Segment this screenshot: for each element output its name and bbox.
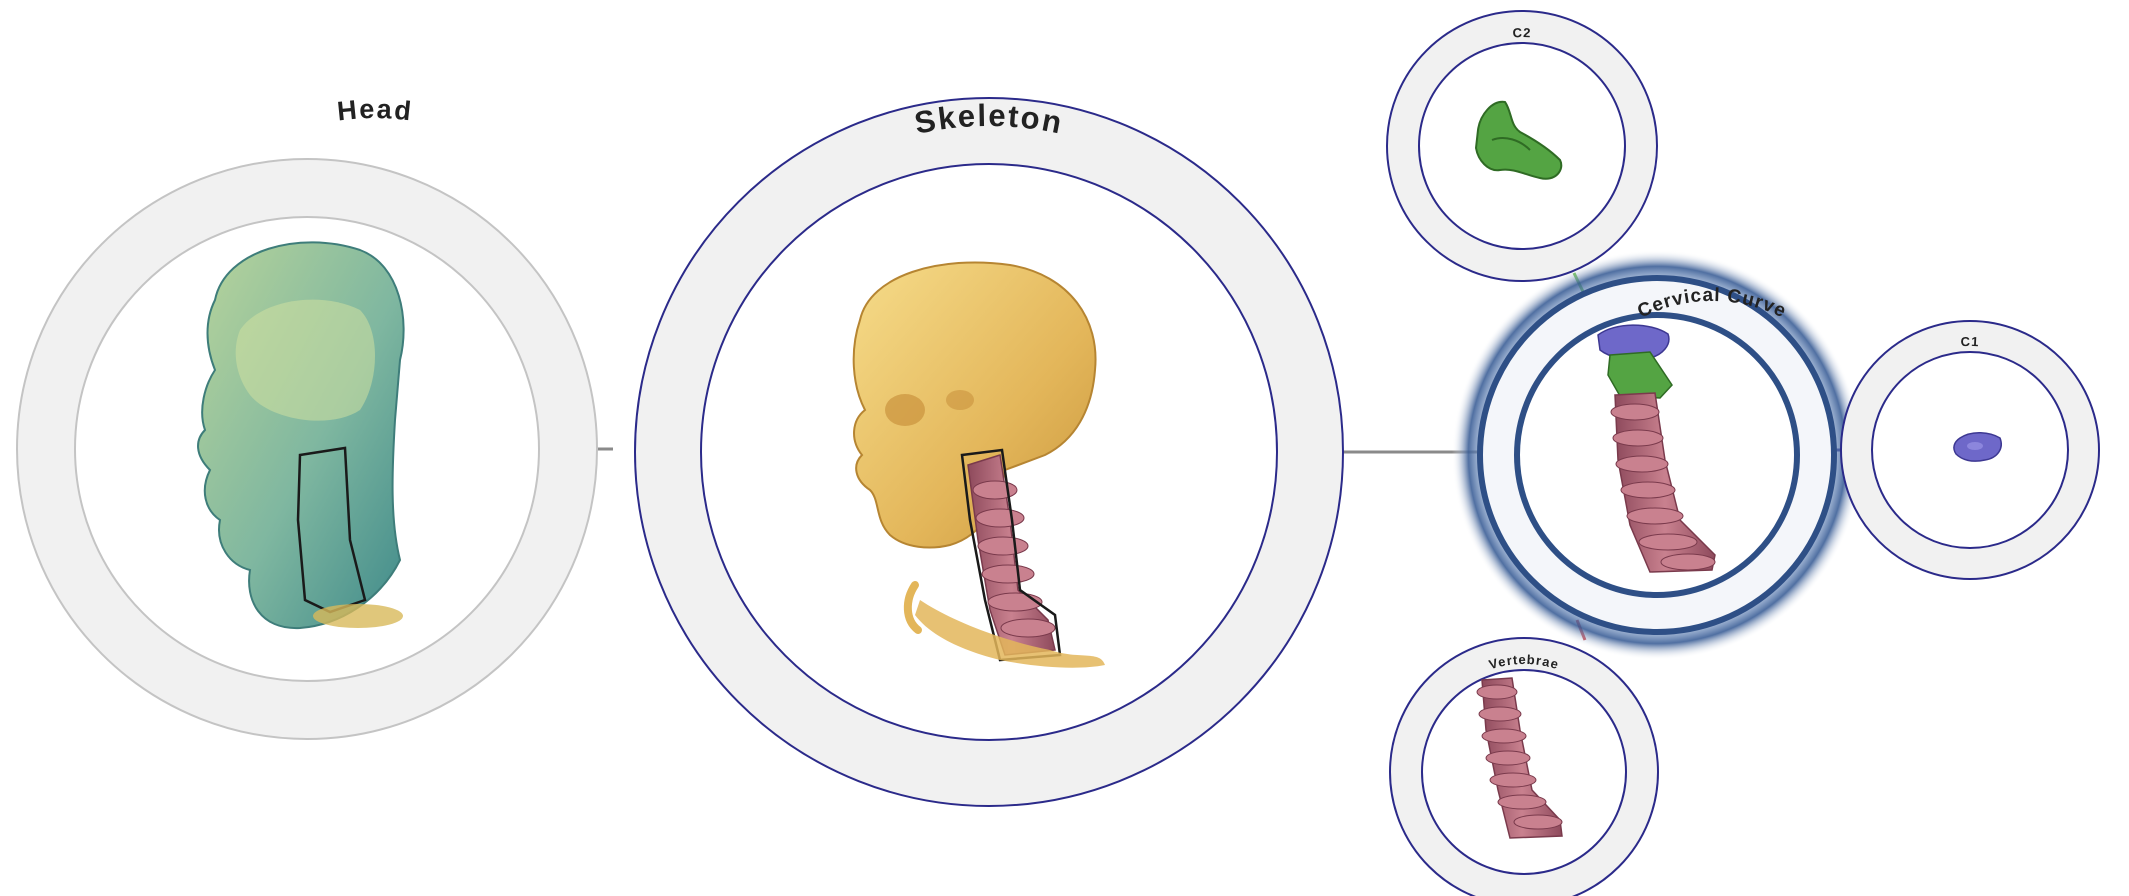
svg-text:Head: Head bbox=[336, 94, 415, 127]
node-c2-label: C2 bbox=[1512, 25, 1531, 40]
node-head-label: Head bbox=[336, 94, 415, 127]
node-cervical-curve[interactable]: Cervical Curve bbox=[1452, 250, 1862, 660]
node-vertebrae[interactable]: Vertebrae bbox=[1390, 638, 1658, 896]
c1-vertebra-icon bbox=[1954, 433, 2001, 461]
node-skeleton[interactable]: Skeleton bbox=[635, 98, 1343, 806]
svg-text:C1: C1 bbox=[1960, 334, 1979, 349]
node-head[interactable]: Head bbox=[17, 94, 597, 739]
node-c1[interactable]: C1 bbox=[1841, 321, 2099, 579]
node-c1-label: C1 bbox=[1960, 334, 1979, 349]
svg-text:C2: C2 bbox=[1512, 25, 1531, 40]
node-c2[interactable]: C2 bbox=[1387, 11, 1657, 281]
